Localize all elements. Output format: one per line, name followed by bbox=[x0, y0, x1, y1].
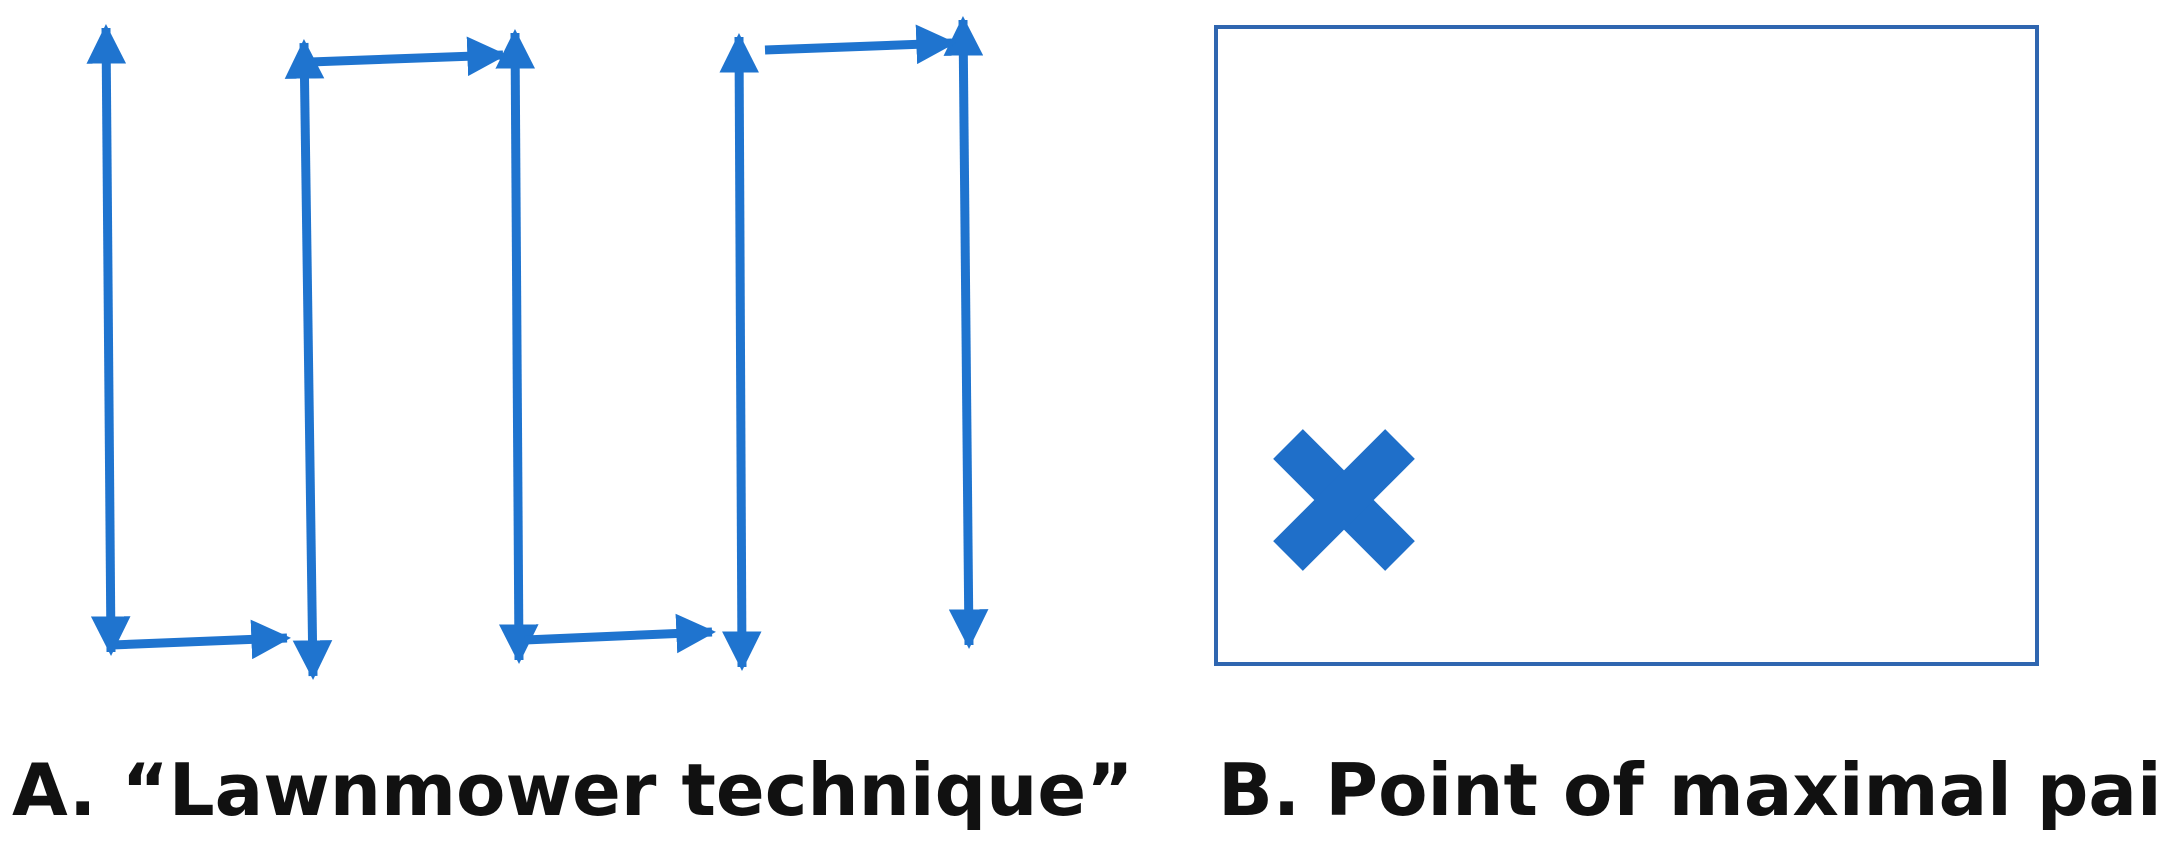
connector-arrow-bottom-1 bbox=[111, 619, 291, 660]
cross-x-marker-icon bbox=[1273, 429, 1415, 571]
vertical-arrow-4 bbox=[719, 33, 762, 671]
connector-arrow-top-1 bbox=[309, 36, 507, 77]
vertical-arrow-5 bbox=[943, 16, 989, 649]
examination-area-box bbox=[1214, 25, 2039, 666]
connector-arrow-bottom-2 bbox=[524, 613, 716, 654]
connector-arrow-top-2 bbox=[764, 24, 956, 65]
panel-a-lawnmower-arrows bbox=[86, 16, 989, 680]
vertical-arrow-3 bbox=[495, 29, 539, 664]
vertical-arrow-1 bbox=[86, 24, 131, 656]
panel-b-pain-region bbox=[1214, 25, 2039, 666]
vertical-arrow-2 bbox=[284, 39, 333, 680]
caption-point-of-maximal-pain: B. Point of maximal pain bbox=[1218, 748, 2161, 832]
caption-lawnmower-technique: A. “Lawnmower technique” bbox=[12, 748, 1134, 832]
